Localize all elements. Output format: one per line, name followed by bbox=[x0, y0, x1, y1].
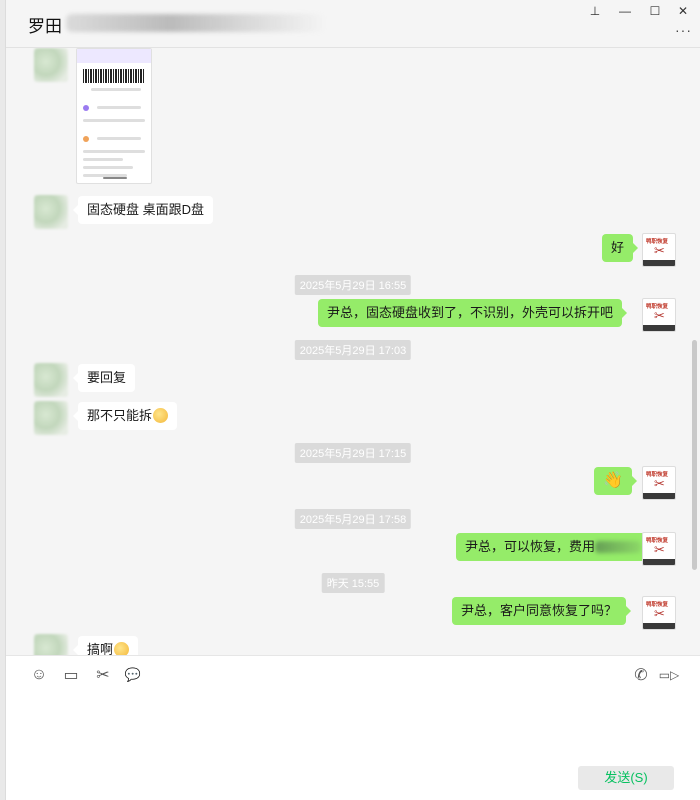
message-text: 搞啊 bbox=[87, 642, 114, 655]
contact-avatar[interactable] bbox=[34, 634, 68, 655]
phone-icon[interactable]: ✆ bbox=[634, 667, 648, 684]
maximize-button[interactable]: ☐ bbox=[649, 4, 661, 18]
message-bubble-incoming[interactable]: 搞啊 bbox=[72, 636, 139, 655]
message-bubble-outgoing[interactable]: 👋 bbox=[594, 467, 637, 495]
message-bubble-outgoing[interactable]: 好 bbox=[602, 234, 639, 262]
timestamp: 昨天 15:55 bbox=[321, 573, 385, 593]
message-bubble-incoming[interactable]: 那不只能拆 bbox=[72, 402, 178, 430]
my-avatar[interactable]: 鸭职恢复✂ bbox=[642, 233, 676, 267]
message-bubble-outgoing[interactable]: 尹总，客户同意恢复了吗？ bbox=[452, 597, 632, 625]
emoji-icon bbox=[114, 642, 130, 655]
message-bubble-outgoing[interactable]: 尹总，固态硬盘收到了，不识别，外壳可以拆开吧 bbox=[318, 299, 628, 327]
contact-avatar[interactable] bbox=[34, 195, 68, 229]
contact-avatar[interactable] bbox=[34, 48, 68, 82]
message-text: 那不只能拆 bbox=[87, 408, 153, 423]
title-bar: 罗田 ⊥ — ☐ ✕ ··· bbox=[6, 0, 700, 48]
wave-emoji-icon: 👋 bbox=[603, 472, 623, 489]
folder-icon[interactable]: ▭ bbox=[63, 667, 79, 684]
timestamp: 2025年5月29日 17:58 bbox=[294, 509, 412, 529]
timestamp: 2025年5月29日 17:15 bbox=[294, 443, 412, 463]
contact-avatar[interactable] bbox=[34, 401, 68, 435]
screenshot-scissors-icon[interactable]: ✂ bbox=[96, 667, 110, 684]
chat-history[interactable]: 固态硬盘 桌面跟D盘 好 鸭职恢复✂ 2025年5月29日 16:55 尹总，固… bbox=[6, 48, 700, 655]
chat-title: 罗田 bbox=[28, 17, 62, 36]
video-call-icon[interactable]: ▭▷ bbox=[658, 668, 680, 682]
my-avatar[interactable]: 鸭职恢复✂ bbox=[642, 466, 676, 500]
chat-scrollbar[interactable] bbox=[692, 340, 697, 570]
send-button[interactable]: 发送(S) bbox=[578, 766, 674, 790]
more-options-icon[interactable]: ··· bbox=[675, 22, 692, 38]
chat-history-icon[interactable]: 💬 bbox=[124, 667, 142, 682]
emoji-icon[interactable]: ☺ bbox=[30, 666, 48, 683]
emoji-icon bbox=[153, 408, 169, 423]
my-avatar[interactable]: 鸭职恢复✂ bbox=[642, 298, 676, 332]
title-redaction bbox=[66, 14, 326, 32]
message-text: 尹总，可以恢复，费用 bbox=[465, 539, 596, 554]
message-bubble-outgoing[interactable]: 尹总，可以恢复，费用 bbox=[456, 533, 656, 561]
my-avatar[interactable]: 鸭职恢复✂ bbox=[642, 596, 676, 630]
close-button[interactable]: ✕ bbox=[677, 4, 689, 18]
contact-avatar[interactable] bbox=[34, 363, 68, 397]
my-avatar[interactable]: 鸭职恢复✂ bbox=[642, 532, 676, 566]
pin-icon[interactable]: ⊥ bbox=[589, 4, 601, 18]
message-bubble-incoming[interactable]: 固态硬盘 桌面跟D盘 bbox=[72, 196, 214, 224]
minimize-button[interactable]: — bbox=[619, 4, 631, 18]
timestamp: 2025年5月29日 17:03 bbox=[294, 340, 412, 360]
redacted-text bbox=[595, 541, 642, 553]
image-message[interactable] bbox=[76, 48, 152, 184]
message-input-area[interactable]: ☺ ▭ ✂ 💬 ✆ ▭▷ 发送(S) bbox=[6, 655, 700, 800]
left-sidebar-edge bbox=[0, 0, 6, 800]
timestamp: 2025年5月29日 16:55 bbox=[294, 275, 412, 295]
message-bubble-incoming[interactable]: 要回复 bbox=[72, 364, 136, 392]
